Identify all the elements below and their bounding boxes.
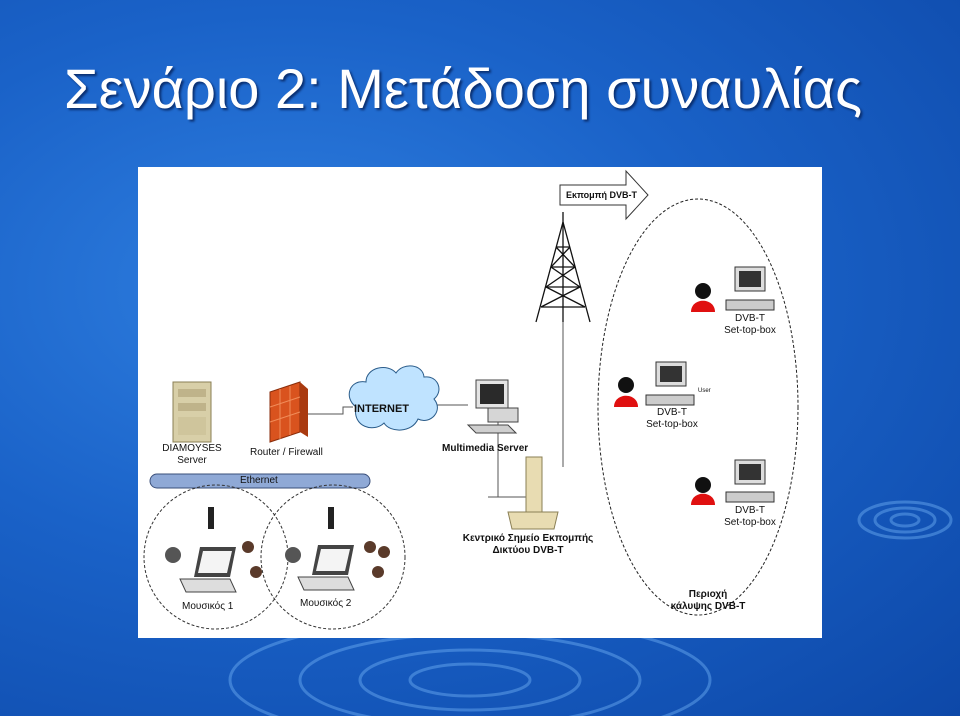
server-icon: [173, 382, 211, 442]
transmission-tower-icon: [536, 212, 590, 322]
server-label-line2: Server: [156, 455, 228, 467]
stb1-label-line1: DVB-T: [718, 313, 782, 325]
central-label: Κεντρικό Σημείο Εκπομπής Δικτύου DVB-T: [456, 533, 600, 557]
coverage-label-line1: Περιοχή: [658, 589, 758, 601]
router-label: Router / Firewall: [250, 447, 323, 459]
multimedia-label: Multimedia Server: [442, 443, 528, 455]
stb3-label: DVB-T Set-top-box: [718, 505, 782, 529]
slide-title: Σενάριο 2: Μετάδοση συναυλίας: [64, 56, 862, 121]
musician1-label: Μουσικός 1: [182, 601, 233, 613]
coverage-label-line2: κάλυψης DVB-T: [658, 601, 758, 613]
internet-cloud: [349, 366, 439, 430]
server-label-line1: DIAMOYSES: [156, 443, 228, 455]
stb2-label: DVB-T Set-top-box: [640, 407, 704, 431]
viewer-group-2: [614, 362, 694, 407]
stb1-label: DVB-T Set-top-box: [718, 313, 782, 337]
central-label-line1: Κεντρικό Σημείο Εκπομπής: [456, 533, 600, 545]
stb2-label-line1: DVB-T: [640, 407, 704, 419]
central-label-line2: Δικτύου DVB-T: [456, 545, 600, 557]
stb1-label-line2: Set-top-box: [718, 325, 782, 337]
broadcast-label: Εκπομπή DVB-T: [566, 189, 637, 201]
central-transmitter-icon: [508, 457, 558, 529]
ethernet-label: Ethernet: [240, 475, 278, 487]
viewer-group-1: [691, 267, 774, 312]
network-diagram: Εκπομπή DVB-T INTERNET DIAMOYSES Server …: [138, 167, 822, 638]
firewall-icon: [270, 382, 308, 442]
stb3-label-line2: Set-top-box: [718, 517, 782, 529]
stb3-label-line1: DVB-T: [718, 505, 782, 517]
stb2-label-line2: Set-top-box: [640, 419, 704, 431]
server-label: DIAMOYSES Server: [156, 443, 228, 467]
multimedia-server-icon: [468, 380, 518, 433]
viewer-group-3: [691, 460, 774, 505]
internet-label: INTERNET: [354, 403, 409, 415]
coverage-label: Περιοχή κάλυψης DVB-T: [658, 589, 758, 613]
diagram-drawing: [138, 167, 822, 638]
musician2-label: Μουσικός 2: [300, 598, 351, 610]
user-label: User: [698, 385, 711, 397]
